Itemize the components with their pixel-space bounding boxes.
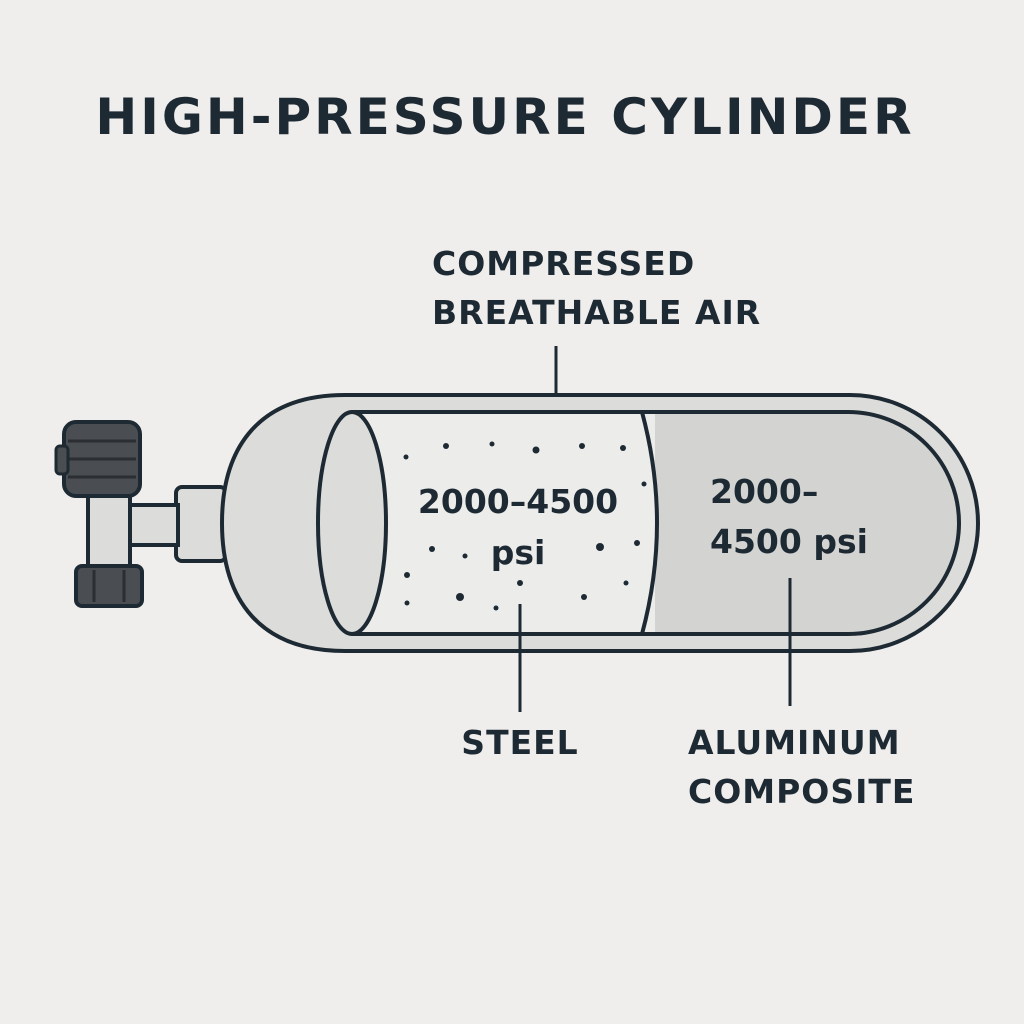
- air-particle: [404, 572, 410, 578]
- steel-pressure-line1: 2000–4500: [418, 482, 618, 521]
- air-particle: [623, 580, 629, 586]
- aluminum-pressure-line1: 2000–: [710, 472, 818, 511]
- steel-label: STEEL: [461, 723, 578, 762]
- contents-label-line1: COMPRESSED: [432, 244, 695, 283]
- aluminum-section: [655, 412, 959, 634]
- air-particle: [456, 593, 464, 601]
- air-particle: [579, 443, 585, 449]
- air-particle: [634, 540, 640, 546]
- steel-pressure-line2: psi: [491, 533, 546, 572]
- valve-pipe: [124, 503, 180, 547]
- air-particle: [532, 446, 540, 454]
- steel-section: [352, 412, 655, 634]
- cutaway-opening: [316, 410, 388, 636]
- knob-side-tab: [54, 444, 70, 476]
- diagram-title: HIGH-PRESSURE CYLINDER: [95, 88, 914, 146]
- air-particle: [581, 594, 587, 600]
- inner-liner-outline: [352, 410, 961, 636]
- air-particle: [641, 481, 647, 487]
- air-particle: [404, 600, 410, 606]
- air-particle: [493, 605, 499, 611]
- section-divider: [640, 411, 659, 635]
- valve-stem: [86, 490, 132, 574]
- air-particle: [403, 454, 409, 460]
- air-particle: [443, 443, 449, 449]
- air-particle: [517, 580, 523, 586]
- air-particle: [489, 441, 495, 447]
- air-particle: [429, 546, 435, 552]
- valve-outlet-fitting: [74, 564, 144, 608]
- aluminum-label-line1: ALUMINUM: [688, 723, 901, 762]
- air-particle: [462, 553, 468, 559]
- air-particles: [403, 441, 647, 611]
- valve-assembly: [54, 420, 228, 608]
- aluminum-pressure-line2: 4500 psi: [710, 522, 868, 561]
- aluminum-label-line2: COMPOSITE: [688, 772, 915, 811]
- valve-neck: [174, 485, 228, 563]
- air-particle: [620, 445, 626, 451]
- air-particle: [596, 543, 604, 551]
- contents-label-line2: BREATHABLE AIR: [432, 293, 761, 332]
